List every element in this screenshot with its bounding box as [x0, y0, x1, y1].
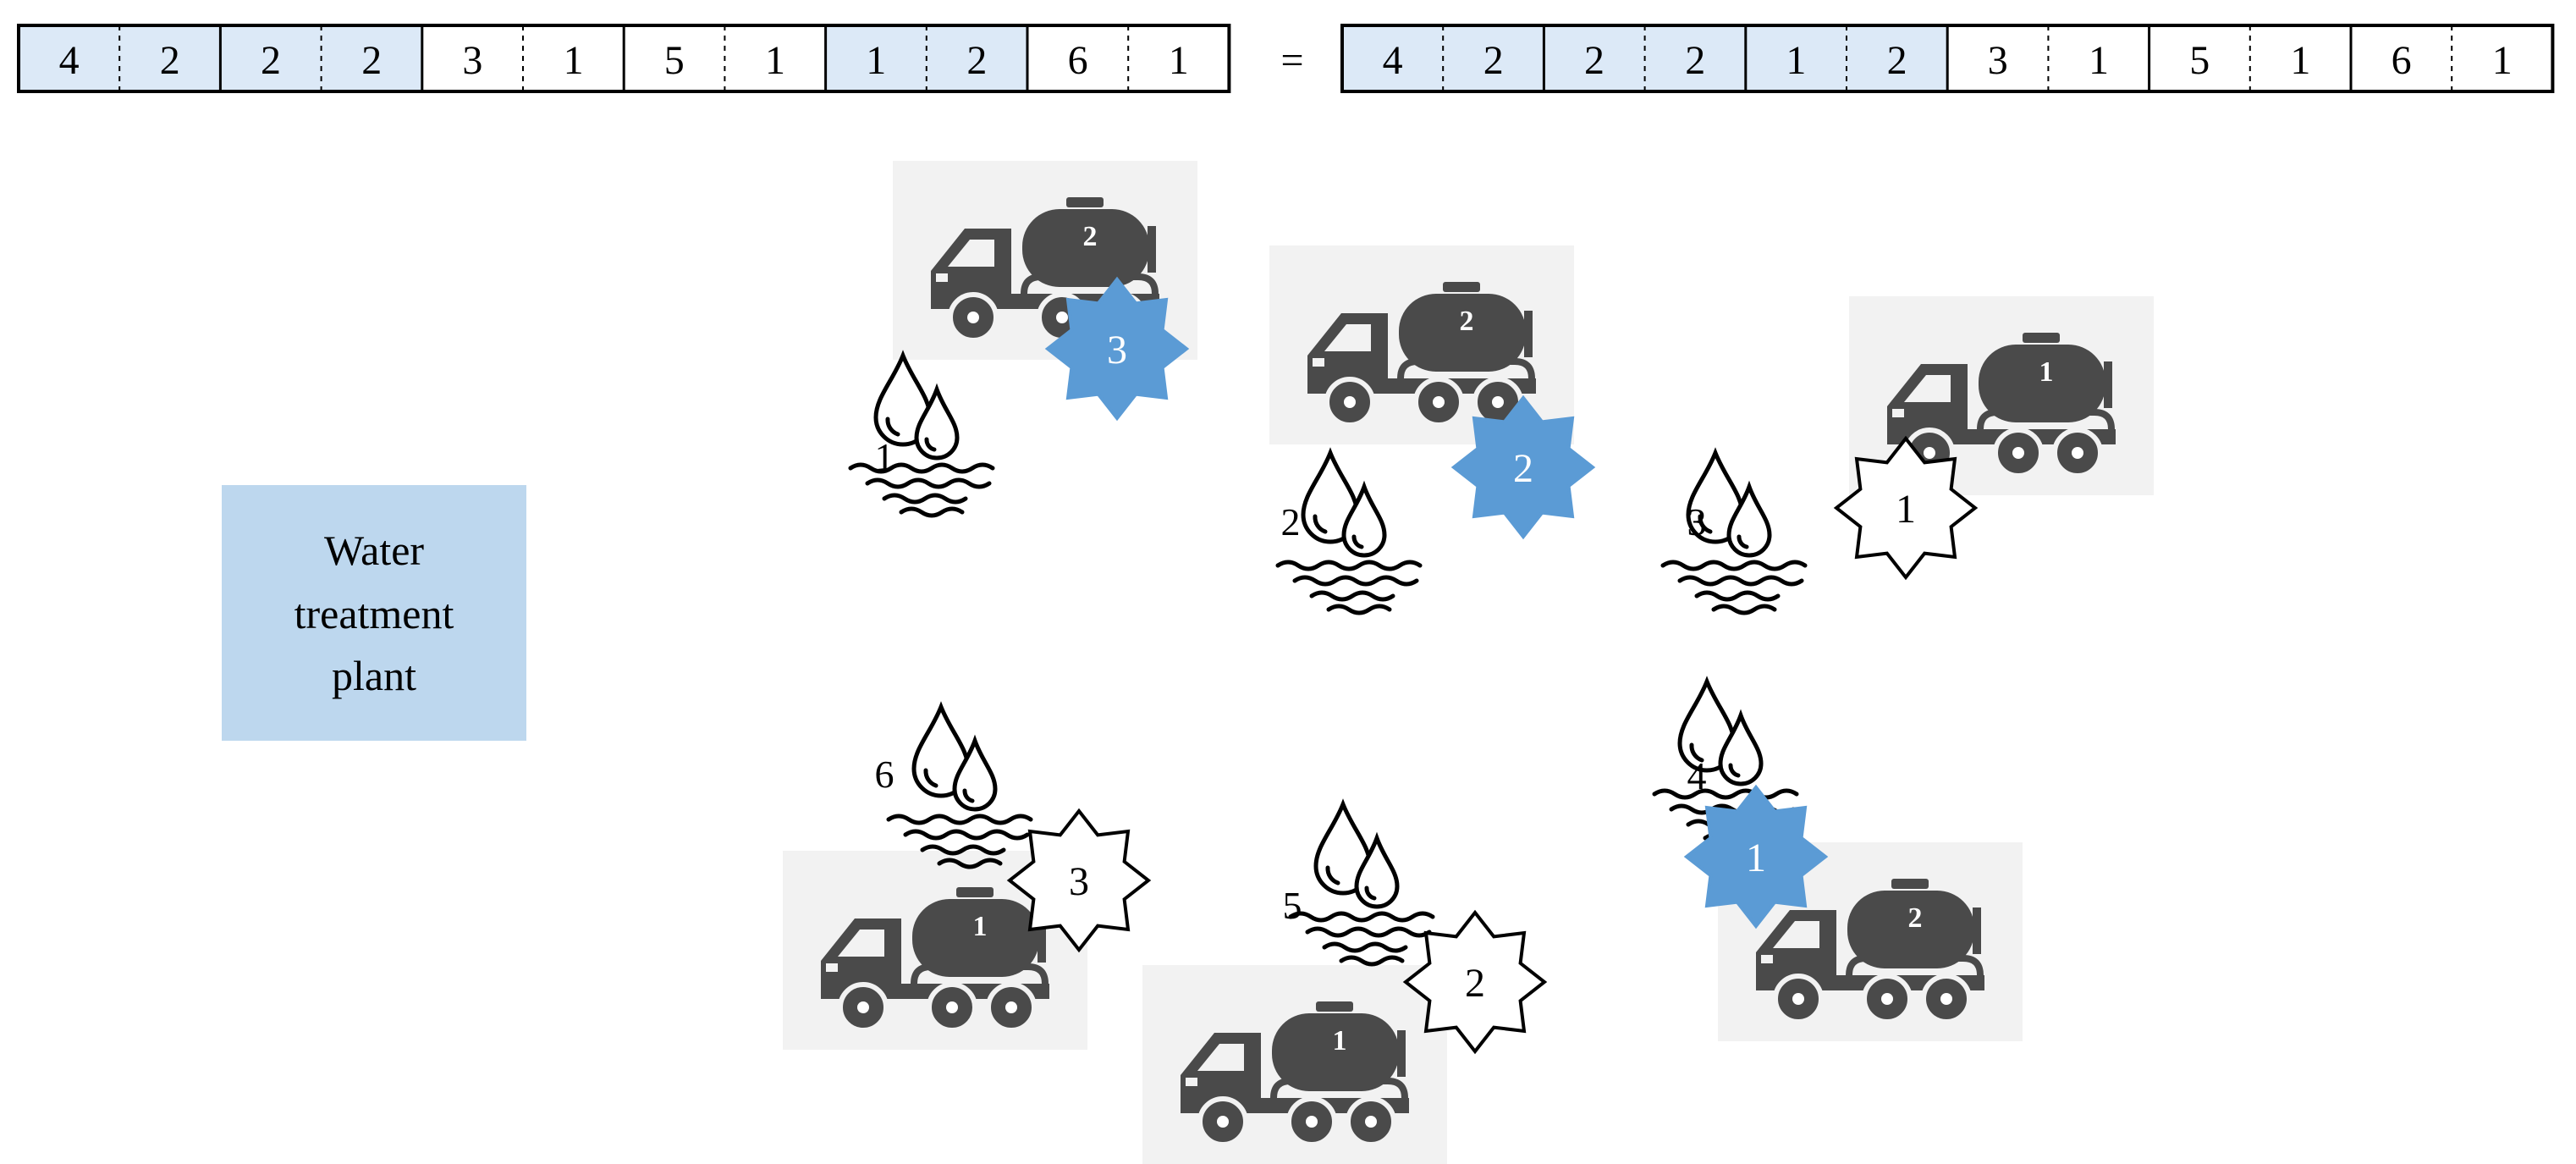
customer-node: 1 3 1 [1663, 296, 2154, 613]
gene-cell: 1 [2290, 38, 2310, 83]
water-treatment-plant: Water treatment plant [222, 485, 526, 741]
gene-cell: 1 [2089, 38, 2109, 83]
truck-icon: 1 [1142, 965, 1447, 1164]
customer-label: 1 [875, 435, 894, 478]
gene-cell: 3 [462, 38, 482, 83]
star-badge-icon: 1 [1683, 784, 1829, 930]
gene-cell: 5 [664, 38, 685, 83]
gene-cell-bg [1644, 25, 1746, 91]
strip-border [1340, 24, 2555, 93]
gene-cell-bg [2249, 25, 2351, 91]
gene-cell-bg [1128, 25, 1230, 91]
gene-cell-bg [2048, 25, 2149, 91]
gene-cell: 2 [1887, 38, 1907, 83]
gene-cell-bg [1544, 25, 1645, 91]
gene-cell: 3 [1988, 38, 2008, 83]
gene-cell: 1 [564, 38, 584, 83]
star-badge-icon: 1 [1833, 435, 1979, 581]
gene-cell-bg [1443, 25, 1544, 91]
star-badge-icon: 2 [1402, 909, 1548, 1055]
gene-cell-bg [2452, 25, 2553, 91]
gene-cell-bg [1947, 25, 2049, 91]
plant-label-line-1: Water [324, 527, 424, 574]
truck-number: 2 [1908, 902, 1923, 934]
water-drops-icon [1663, 453, 1805, 613]
gene-cell: 4 [1383, 38, 1403, 83]
star-number: 1 [1896, 487, 1916, 532]
customer-node: 1 5 2 [1142, 804, 1548, 1164]
star-number: 3 [1107, 328, 1127, 372]
gene-cell-bg [2149, 25, 2250, 91]
customer-label: 6 [875, 753, 894, 796]
gene-cell-bg [1342, 25, 1444, 91]
star-badge-icon: 2 [1450, 394, 1596, 540]
water-drops-icon [1291, 804, 1433, 964]
customer-label: 2 [1281, 500, 1301, 543]
gene-cell-bg [1745, 25, 1847, 91]
gene-cell: 6 [1068, 38, 1088, 83]
star-number: 3 [1069, 859, 1089, 904]
gene-cell-bg [321, 25, 422, 91]
gene-cell-bg [724, 25, 826, 91]
gene-cell-bg [1027, 25, 1129, 91]
truck-number: 1 [1333, 1025, 1347, 1056]
gene-cell: 4 [59, 38, 80, 83]
gene-cell: 2 [160, 38, 180, 83]
star-number: 2 [1513, 446, 1533, 491]
customer-node: 2 41 [1654, 681, 2023, 1041]
gene-cell: 6 [2392, 38, 2412, 83]
truck-number: 2 [1460, 306, 1474, 337]
truck-number: 1 [2039, 356, 2054, 388]
water-drops-icon [889, 707, 1031, 867]
gene-cell-bg [825, 25, 927, 91]
gene-cell-bg [523, 25, 625, 91]
gene-cell-bg [421, 25, 523, 91]
gene-cell-bg [19, 25, 120, 91]
plant-label-line-3: plant [332, 652, 416, 699]
gene-cell-bg [2351, 25, 2452, 91]
gene-cell: 2 [966, 38, 987, 83]
customer-node: 2 1 3 [850, 161, 1197, 516]
customer-label: 5 [1283, 884, 1302, 927]
equals-sign: = [1280, 38, 1303, 83]
gene-cell-bg [119, 25, 221, 91]
strip-border [17, 24, 1231, 93]
customer-label: 3 [1687, 500, 1707, 543]
gene-cell: 1 [765, 38, 785, 83]
star-badge-icon: 3 [1006, 808, 1152, 953]
gene-cell: 2 [1584, 38, 1604, 83]
gene-cell: 1 [1786, 38, 1806, 83]
gene-cell: 2 [1483, 38, 1504, 83]
star-number: 1 [1746, 836, 1766, 880]
gene-cell: 2 [1685, 38, 1705, 83]
gene-cell-bg [1847, 25, 1948, 91]
chromosome-left: 4 2 2 2 3 1 5 1 1 2 6 1 [17, 24, 1231, 93]
star-number: 2 [1465, 961, 1485, 1006]
gene-cell-bg [220, 25, 322, 91]
truck-number: 2 [1083, 221, 1098, 252]
gene-cell: 2 [361, 38, 382, 83]
truck-number: 1 [973, 911, 988, 942]
gene-cell: 1 [866, 38, 886, 83]
chromosome-right: 4 2 2 2 1 2 3 1 5 1 6 1 [1340, 24, 2555, 93]
water-drops-icon [850, 356, 993, 516]
gene-cell: 1 [2492, 38, 2513, 83]
gene-cell-bg [624, 25, 725, 91]
gene-cell: 2 [261, 38, 281, 83]
gene-cell: 1 [1169, 38, 1189, 83]
customer-node: 1 6 3 [783, 707, 1152, 1050]
customer-label: 4 [1687, 754, 1707, 797]
plant-label-line-2: treatment [294, 590, 454, 637]
customer-node: 2 2 2 [1269, 245, 1596, 613]
star-badge-icon: 3 [1044, 276, 1190, 422]
gene-cell-bg [926, 25, 1027, 91]
gene-cell: 5 [2189, 38, 2210, 83]
